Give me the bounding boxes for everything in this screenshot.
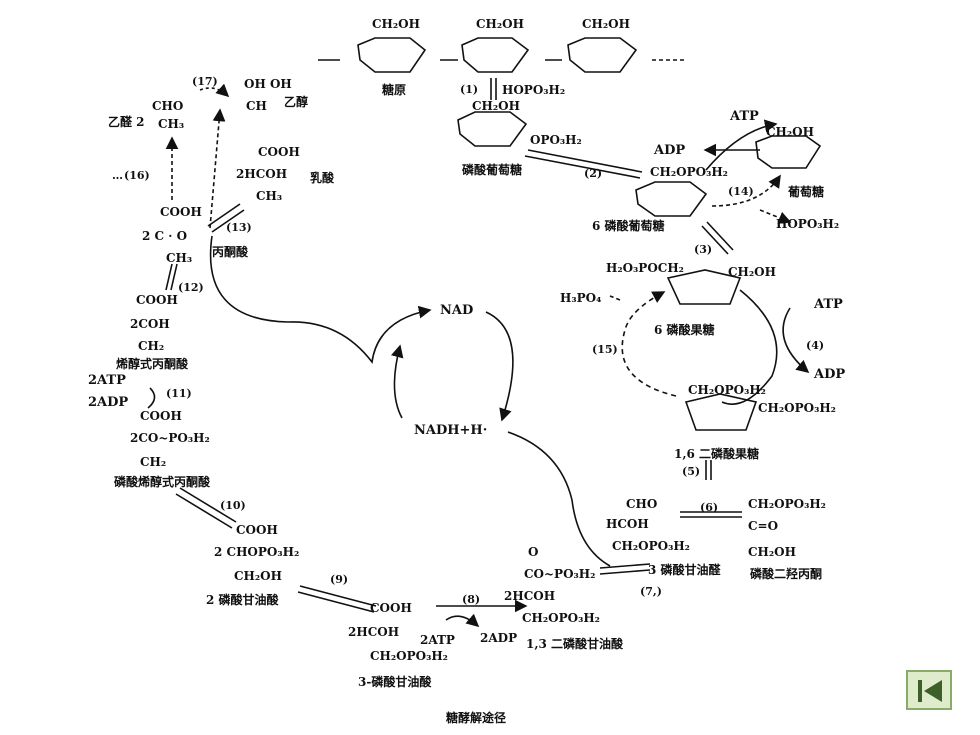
f6p-ch2oh: CH₂OH <box>728 265 776 279</box>
pfk-atp: ATP <box>814 297 843 312</box>
pfk-adp: ADP <box>814 367 846 382</box>
g6p-label: 6 磷酸葡萄糖 <box>592 219 665 233</box>
gap-hcoh: HCOH <box>606 517 649 531</box>
step-11-label: (11) <box>166 387 192 400</box>
gap-label: 3 磷酸甘油醛 <box>648 563 721 577</box>
pyruvate-cooh: COOH <box>160 205 202 219</box>
lactate-ch3: CH₃ <box>256 189 283 203</box>
acetaldehyde-cho: CHO <box>152 99 184 113</box>
gap-ch2opo3h2: CH₂OPO₃H₂ <box>612 539 690 553</box>
dhap-co: C=O <box>748 519 779 533</box>
lactate-label: 乳酸 <box>310 171 335 185</box>
glycogen-label: 糖原 <box>382 83 407 97</box>
dots-16: … <box>112 169 123 182</box>
pg3-label: 3-磷酸甘油酸 <box>358 675 432 689</box>
step-8-label: (8) <box>462 593 481 606</box>
pg3-cooh: COOH <box>370 601 412 615</box>
ethanol-ohoh: OH OH <box>244 77 292 91</box>
pg3-hcoh: 2HCOH <box>348 625 400 639</box>
hexokinase-atp: ATP <box>730 109 759 124</box>
pyruvate-co: 2 C · O <box>142 229 188 243</box>
step-4-label: (4) <box>806 339 825 352</box>
pep-cooh: COOH <box>140 409 182 423</box>
glucose-hopo3h2: HOPO₃H₂ <box>776 217 840 231</box>
bpg-co-po3h2: CO~PO₃H₂ <box>524 567 596 581</box>
step-10-label: (10) <box>220 499 246 512</box>
step-1-label: (1) <box>460 83 479 96</box>
dhap-label: 磷酸二羟丙酮 <box>750 567 823 581</box>
pyruvate-label: 丙酮酸 <box>212 245 249 259</box>
hexokinase-adp: ADP <box>654 143 686 158</box>
diagram-caption: 糖酵解途径 <box>446 711 507 725</box>
g6p-ch2opo3h2: CH₂OPO₃H₂ <box>650 165 728 179</box>
acetaldehyde-label: 乙醛 2 <box>108 115 145 129</box>
gap-cho: CHO <box>626 497 658 511</box>
step-15-label: (15) <box>592 343 618 356</box>
f16bp-label: 1,6 二磷酸果糖 <box>674 447 760 461</box>
pgk-adp: 2ADP <box>480 631 518 645</box>
f6p-label: 6 磷酸果糖 <box>654 323 715 337</box>
nad-label: NAD <box>440 303 474 318</box>
pk-adp: 2ADP <box>88 395 129 410</box>
first-page-icon <box>918 680 942 702</box>
pep-label: 磷酸烯醇式丙酮酸 <box>114 475 211 489</box>
g1p-ch2oh: CH₂OH <box>472 99 520 113</box>
pg2-ch2oh: CH₂OH <box>234 569 282 583</box>
acetaldehyde-ch3: CH₃ <box>158 117 185 131</box>
g1p-hopo3h2: HOPO₃H₂ <box>502 83 566 97</box>
step-9-label: (9) <box>330 573 349 586</box>
f16bp-ch2opo3h2-b: CH₂OPO₃H₂ <box>758 401 836 415</box>
g1p-label: 磷酸葡萄糖 <box>462 163 523 177</box>
enol-label: 烯醇式丙酮酸 <box>116 357 189 371</box>
pyruvate-ch3: CH₃ <box>166 251 193 265</box>
step-6-label: (6) <box>700 501 719 514</box>
glycogen-ch2oh-1: CH₂OH <box>372 17 420 31</box>
glycogen-ch2oh-3: CH₂OH <box>582 17 630 31</box>
bpg-hcoh: 2HCOH <box>504 589 556 603</box>
ethanol-ch: CH <box>246 99 267 113</box>
lactate-hcoh: 2HCOH <box>236 167 288 181</box>
bpg-label: 1,3 二磷酸甘油酸 <box>526 637 624 651</box>
step-7-label: (7,) <box>640 585 662 598</box>
step-14-label: (14) <box>728 185 754 198</box>
enol-ch2: CH₂ <box>138 339 165 353</box>
g1p-opo3h2: OPO₃H₂ <box>530 133 582 147</box>
pg2-chopo3h2: 2 CHOPO₃H₂ <box>214 545 300 559</box>
f16bp-ch2opo3h2-a: CH₂OPO₃H₂ <box>688 383 766 397</box>
step-13-label: (13) <box>226 221 252 234</box>
dhap-ch2opo3h2: CH₂OPO₃H₂ <box>748 497 826 511</box>
pk-atp: 2ATP <box>88 373 126 388</box>
enol-cooh: COOH <box>136 293 178 307</box>
step-16-label: (16) <box>124 169 150 182</box>
glucose-ch2oh: CH₂OH <box>766 125 814 139</box>
ethanol-label: 乙醇 <box>284 95 309 109</box>
bpg-o: O <box>528 545 539 559</box>
step-17-label: (17) <box>192 75 218 88</box>
lactate-cooh: COOH <box>258 145 300 159</box>
f6p-h2o3poch2: H₂O₃POCH₂ <box>606 261 684 275</box>
glycogen-ch2oh-2: CH₂OH <box>476 17 524 31</box>
step-3-label: (3) <box>694 243 713 256</box>
pep-co-po3h2: 2CO~PO₃H₂ <box>130 431 210 445</box>
step-12-label: (12) <box>178 281 204 294</box>
dhap-ch2oh: CH₂OH <box>748 545 796 559</box>
first-page-button[interactable] <box>906 670 952 710</box>
pg3-ch2opo3h2: CH₂OPO₃H₂ <box>370 649 448 663</box>
h3po4-label: H₃PO₄ <box>560 291 602 305</box>
bpg-ch2opo3h2: CH₂OPO₃H₂ <box>522 611 600 625</box>
step-5-label: (5) <box>682 465 701 478</box>
pep-ch2: CH₂ <box>140 455 167 469</box>
pg2-cooh: COOH <box>236 523 278 537</box>
pg2-label: 2 磷酸甘油酸 <box>206 593 279 607</box>
enol-coh: 2COH <box>130 317 170 331</box>
nadh-label: NADH+H· <box>414 423 488 438</box>
pgk-atp: 2ATP <box>420 633 455 647</box>
step-2-label: (2) <box>584 167 603 180</box>
glucose-label: 葡萄糖 <box>788 185 825 199</box>
